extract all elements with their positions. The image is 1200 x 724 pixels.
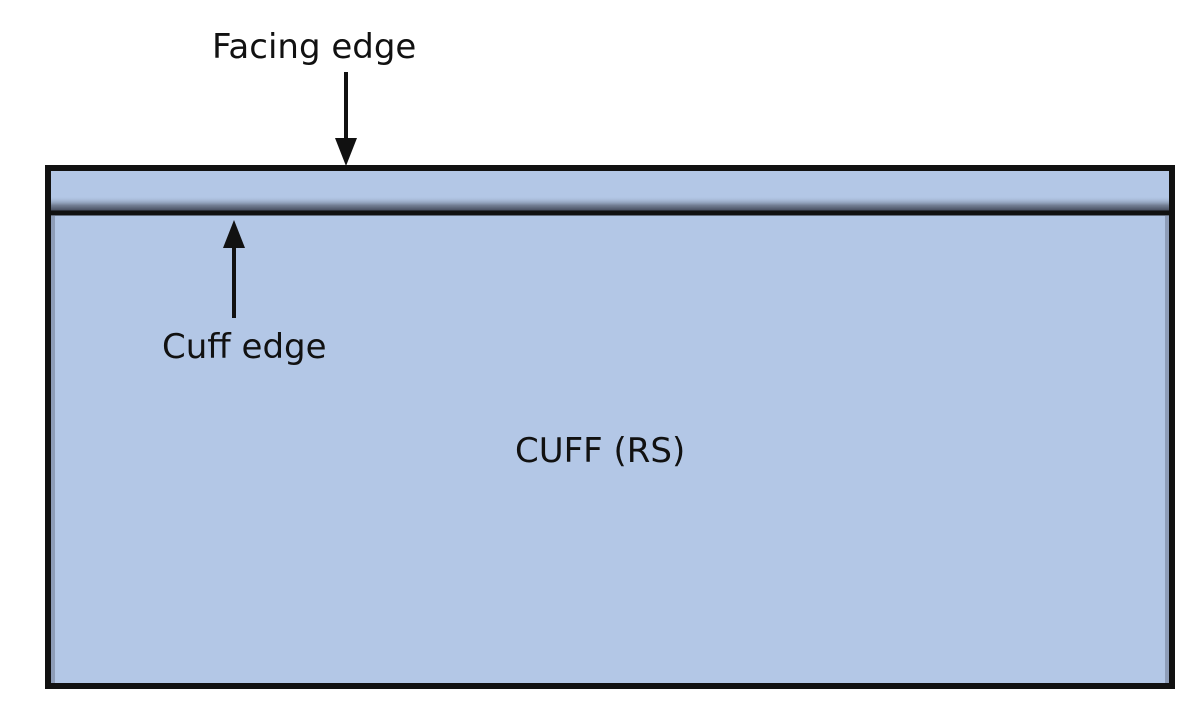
cuff-edge-label: Cuff edge [162, 327, 327, 367]
left-edge-shading [51, 216, 55, 683]
facing-edge-label: Facing edge [212, 27, 417, 67]
cuff-panel [45, 165, 1175, 689]
cuff-edge-arrow [223, 220, 245, 318]
facing-edge-arrow [335, 72, 357, 166]
cuff-panel-label: CUFF (RS) [515, 431, 686, 471]
fold-shadow [51, 196, 1169, 213]
right-edge-shading [1165, 216, 1169, 683]
